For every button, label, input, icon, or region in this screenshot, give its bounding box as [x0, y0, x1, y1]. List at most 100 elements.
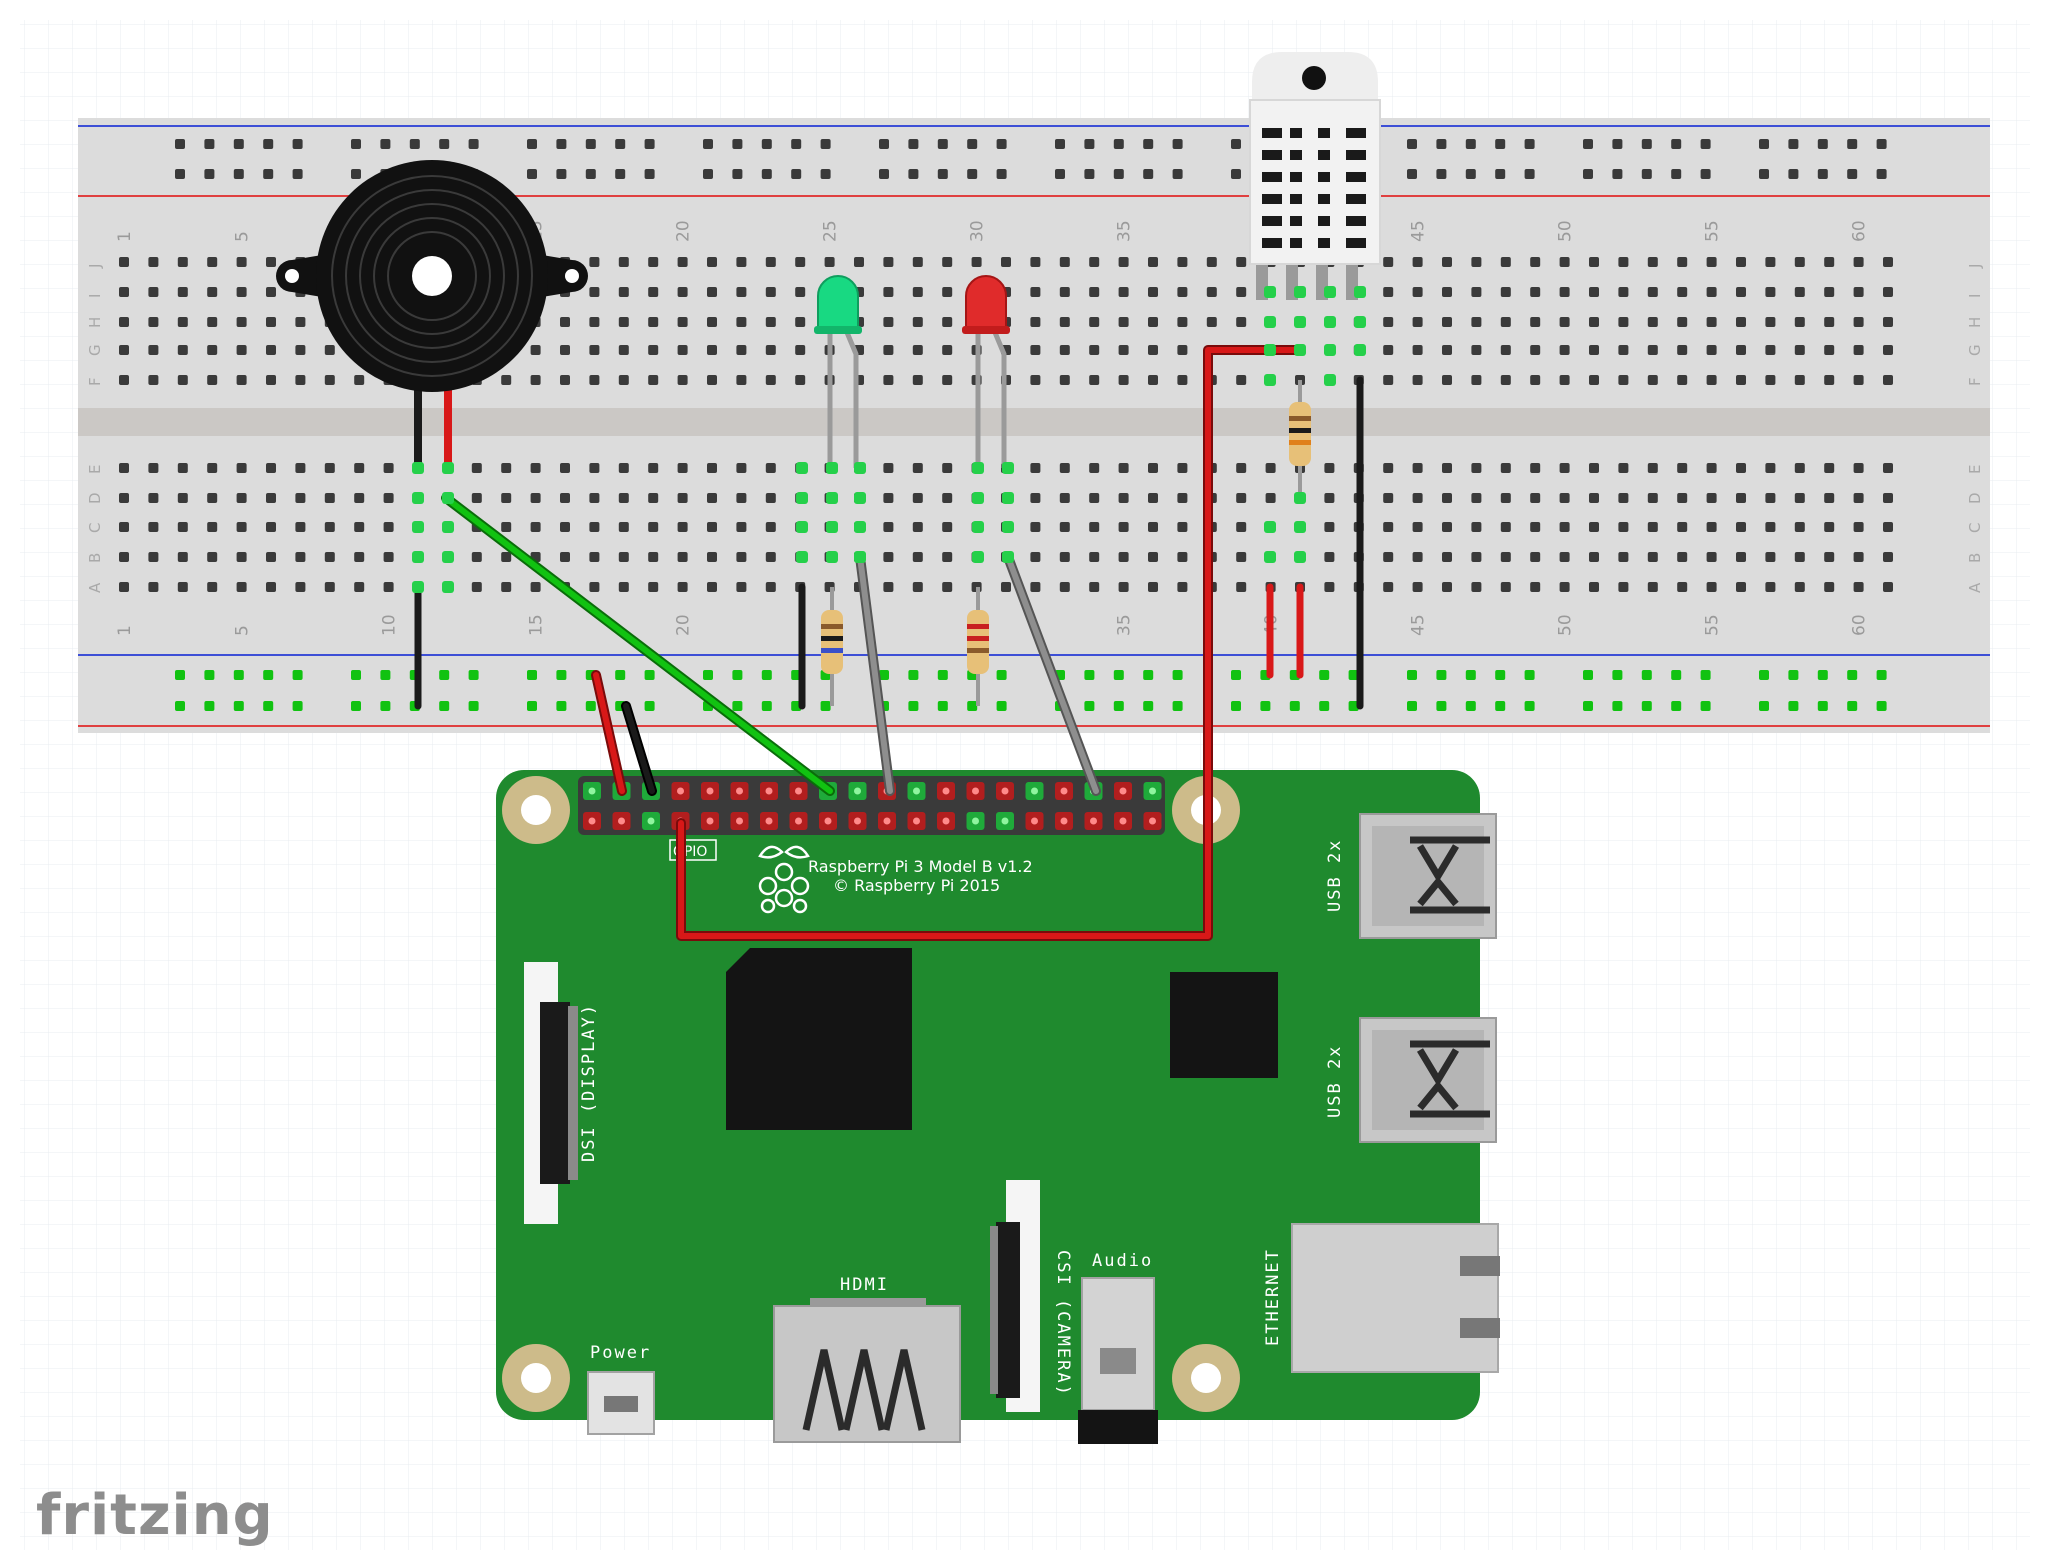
connected-hole	[796, 462, 808, 474]
breadboard-hole	[1618, 582, 1629, 592]
breadboard-hole	[148, 582, 159, 592]
breadboard-hole	[1677, 552, 1688, 562]
breadboard-hole	[1706, 552, 1717, 562]
row-letter-right: A	[1966, 582, 1984, 593]
breadboard-hole	[148, 317, 159, 327]
connected-hole	[442, 462, 454, 474]
connected-hole	[442, 521, 454, 533]
breadboard-hole	[471, 463, 482, 473]
breadboard-hole	[1089, 582, 1100, 592]
rail-hole	[1143, 701, 1154, 711]
rail-hole	[1172, 139, 1183, 149]
breadboard-hole	[1647, 552, 1658, 562]
connected-hole	[1002, 521, 1014, 533]
dsi-label: DSI (DISPLAY)	[579, 1003, 599, 1162]
breadboard-hole	[1324, 522, 1335, 532]
rail-hole	[1612, 169, 1623, 179]
rail-hole	[1671, 139, 1682, 149]
breadboard-hole	[236, 257, 247, 267]
breadboard-hole	[1001, 582, 1011, 592]
breadboard-hole	[648, 287, 659, 297]
breadboard-hole	[119, 375, 129, 385]
breadboard-hole	[883, 317, 894, 327]
breadboard-hole	[1824, 287, 1835, 297]
rail-hole	[439, 139, 450, 149]
breadboard-hole	[1236, 582, 1247, 592]
breadboard-hole	[1765, 287, 1776, 297]
gpio-pin-center	[1119, 817, 1127, 825]
breadboard-hole	[148, 257, 159, 267]
rail-hole	[233, 670, 244, 680]
column-number-bottom: 35	[1115, 614, 1135, 636]
rail-hole	[732, 701, 743, 711]
breadboard-hole	[1442, 522, 1452, 532]
breadboard-hole	[1559, 463, 1570, 473]
rail-hole	[292, 701, 303, 711]
breadboard-hole	[1442, 463, 1452, 473]
breadboard-hole	[1412, 522, 1423, 532]
rail-hole	[1113, 670, 1124, 680]
sensor-vent	[1262, 172, 1282, 182]
rail-hole	[1847, 139, 1858, 149]
board-model-title: Raspberry Pi 3 Model B v1.2	[808, 857, 1033, 876]
breadboard-hole	[1118, 582, 1129, 592]
rail-hole	[351, 701, 361, 711]
breadboard-hole	[618, 552, 629, 562]
sensor-grille	[1262, 128, 1366, 248]
rail-hole	[1817, 139, 1828, 149]
breadboard-hole	[266, 257, 276, 267]
breadboard-hole	[1118, 463, 1129, 473]
rail-hole	[1524, 701, 1535, 711]
rail-hole	[1465, 139, 1476, 149]
rail-hole	[1231, 670, 1241, 680]
breadboard-hole	[1059, 552, 1070, 562]
breadboard-hole	[1677, 317, 1688, 327]
breadboard-hole	[1177, 552, 1188, 562]
rail-hole	[908, 701, 919, 711]
sensor-vent	[1262, 128, 1282, 138]
breadboard-hole	[1883, 582, 1893, 592]
breadboard-hole	[1383, 493, 1394, 503]
breadboard-hole	[942, 287, 953, 297]
rail-hole	[585, 139, 596, 149]
connected-hole	[1264, 374, 1276, 386]
breadboard-hole	[1030, 522, 1041, 532]
rail-hole	[1055, 169, 1065, 179]
breadboard-hole	[1794, 493, 1805, 503]
connected-hole	[1264, 286, 1276, 298]
row-letter-right: B	[1966, 553, 1984, 563]
sensor-vent	[1346, 194, 1366, 204]
breadboard-hole	[795, 257, 806, 267]
gpio-pin-center	[1031, 787, 1038, 795]
sensor-vent	[1290, 172, 1302, 182]
rail-hole	[1524, 139, 1535, 149]
sensor-vent	[1346, 128, 1366, 138]
breadboard-hole	[1471, 552, 1482, 562]
breadboard-hole	[177, 552, 188, 562]
breadboard-hole	[912, 463, 923, 473]
breadboard-hole	[530, 345, 541, 355]
rail-hole	[1583, 670, 1593, 680]
breadboard-hole	[1089, 345, 1100, 355]
row-letter-left: H	[86, 317, 104, 328]
connected-hole	[1354, 316, 1366, 328]
connected-hole	[1294, 286, 1306, 298]
breadboard-hole	[824, 257, 835, 267]
breadboard-hole	[795, 317, 806, 327]
sensor-vent	[1318, 128, 1330, 138]
breadboard-hole	[207, 287, 218, 297]
rail-hole	[967, 139, 978, 149]
rail-hole	[409, 139, 420, 149]
breadboard-hole	[1589, 463, 1599, 473]
rail-hole	[791, 169, 802, 179]
breadboard-hole	[1706, 317, 1717, 327]
breadboard-hole	[1706, 375, 1717, 385]
column-number-bottom: 55	[1703, 614, 1723, 636]
breadboard-hole	[560, 345, 570, 355]
row-letter-right: I	[1966, 294, 1984, 298]
breadboard-hole	[1647, 345, 1658, 355]
breadboard-hole	[765, 552, 776, 562]
column-number-bottom: 45	[1409, 614, 1429, 636]
rail-hole	[1465, 670, 1476, 680]
gpio-pin-center	[942, 817, 950, 825]
